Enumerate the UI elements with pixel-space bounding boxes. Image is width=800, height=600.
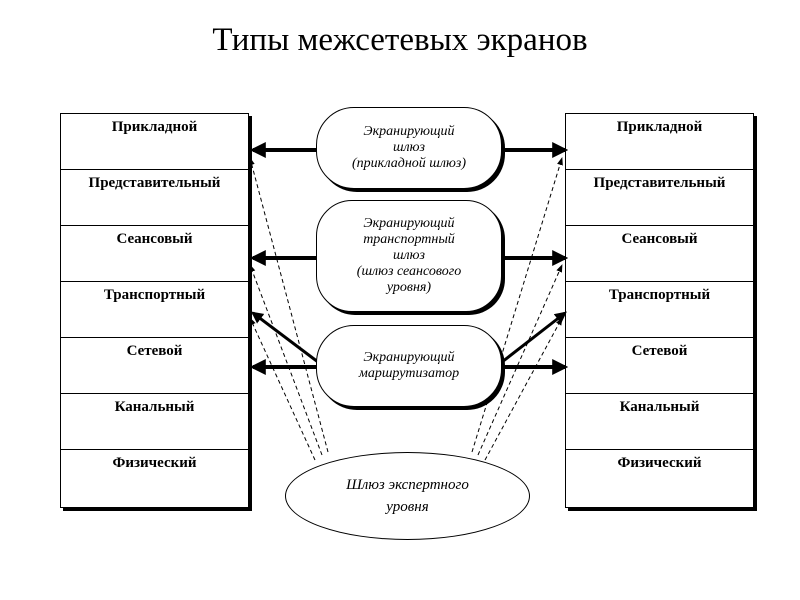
layer-network-right: Сетевой (566, 338, 753, 394)
layer-physical-right: Физический (617, 455, 702, 471)
layer-session-left: Сеансовый (61, 226, 248, 282)
layer-presentation-right: Представительный (566, 170, 753, 226)
layer-application-left: Прикладной (61, 114, 248, 170)
dash-expert-right-app (471, 157, 563, 453)
osi-stack-left: Прикладной Представительный Сеансовый Тр… (60, 113, 249, 508)
transport-gateway-node: Экранирующий транспортный шлюз (шлюз сеа… (316, 200, 502, 312)
expert-gateway-node: Шлюз экспертного уровня (285, 452, 530, 540)
dash-expert-left-session (249, 264, 323, 456)
layer-application-right: Прикладной (566, 114, 753, 170)
page-title: Типы межсетевых экранов (212, 22, 588, 58)
layer-physical-left: Физический (112, 455, 197, 471)
router-node: Экранирующий маршрутизатор (316, 325, 502, 407)
arrow-router-transport-right (501, 311, 567, 364)
arrow-router-transport-left (251, 311, 319, 364)
layer-datalink-left: Канальный (61, 394, 248, 450)
layer-datalink-right: Канальный (566, 394, 753, 450)
layer-transport-right: Транспортный (566, 282, 753, 338)
layer-session-right: Сеансовый (566, 226, 753, 282)
dash-expert-left-transport (249, 317, 316, 461)
dash-expert-left-app (248, 157, 329, 453)
layer-network-left: Сетевой (61, 338, 248, 394)
layer-presentation-left: Представительный (61, 170, 248, 226)
osi-stack-right: Прикладной Представительный Сеансовый Тр… (565, 113, 754, 508)
app-gateway-node: Экранирующий шлюз (прикладной шлюз) (316, 107, 502, 189)
dash-expert-right-transport (484, 317, 563, 461)
layer-transport-left: Транспортный (61, 282, 248, 338)
